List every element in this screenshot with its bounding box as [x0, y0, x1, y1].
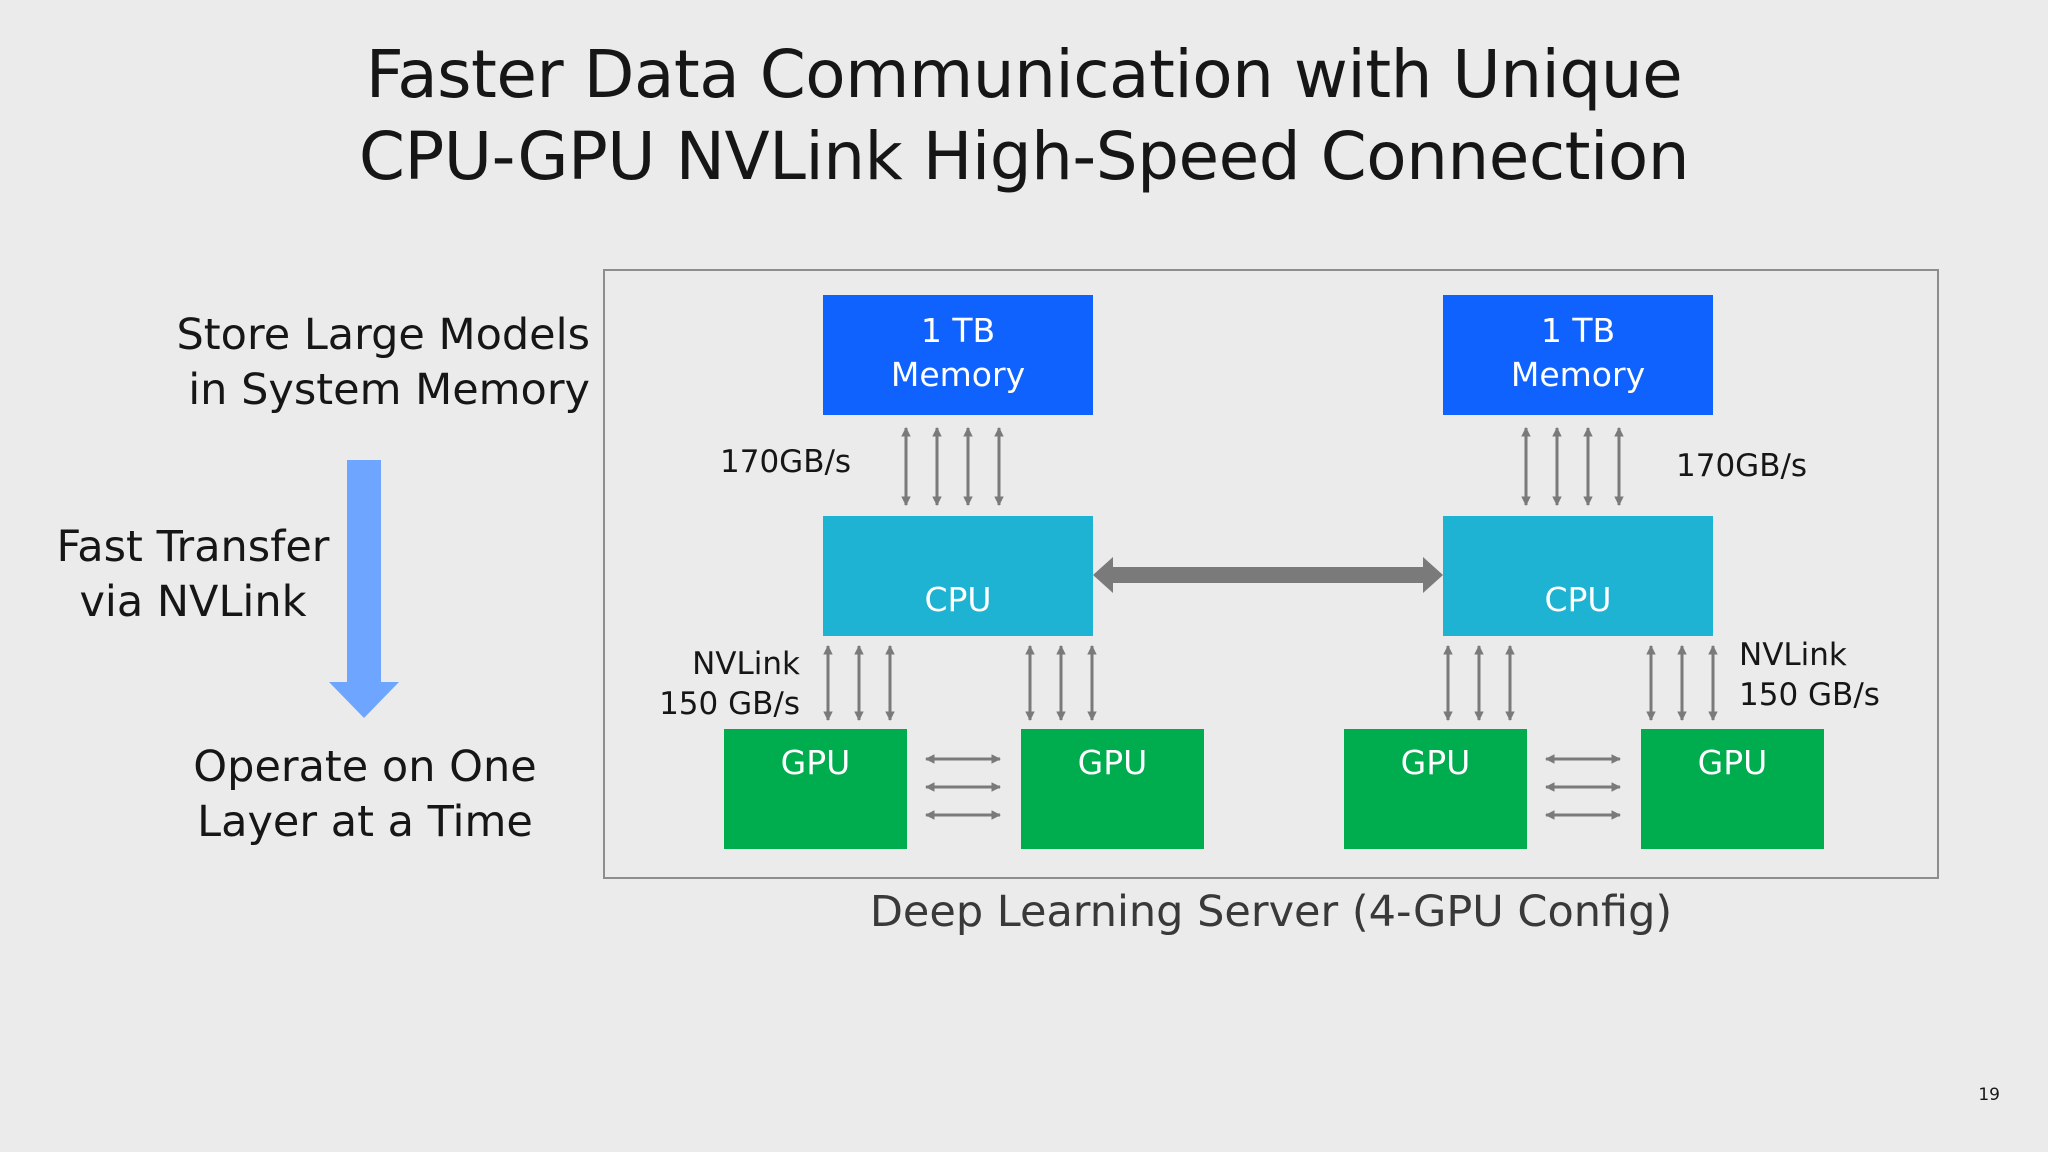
- title-line-2: CPU-GPU NVLink High-Speed Connection: [358, 118, 1690, 195]
- store-models-text: Store Large Models in System Memory: [140, 308, 590, 418]
- nvlink-speed: 150 GB/s: [1739, 677, 1880, 713]
- memory-size: 1 TB: [920, 311, 996, 350]
- operate-line-2: Layer at a Time: [197, 797, 533, 847]
- store-line-1: Store Large Models: [176, 310, 590, 360]
- diagram-caption: Deep Learning Server (4-GPU Config): [869, 887, 1673, 937]
- gpu-gpu-arrows-right: [1545, 754, 1621, 820]
- slide-title: Faster Data Communication with Unique CP…: [0, 34, 2048, 198]
- nvlink-name: NVLink: [1739, 637, 1847, 673]
- gpu-block-2: GPU: [1021, 729, 1204, 849]
- nvlink-arrows-gpu2: [1025, 645, 1097, 721]
- fast-transfer-text: Fast Transfer via NVLink: [48, 520, 338, 630]
- nvlink-arrows-gpu3: [1443, 645, 1515, 721]
- flow-down-arrow: [329, 460, 399, 718]
- operate-layer-text: Operate on One Layer at a Time: [180, 740, 550, 850]
- gpu-block-1: GPU: [724, 729, 907, 849]
- operate-line-1: Operate on One: [193, 742, 537, 792]
- nvlink-arrows-gpu1: [823, 645, 895, 721]
- memory-bandwidth-left: 170GB/s: [720, 444, 852, 480]
- nvlink-label-left: NVLink 150 GB/s: [652, 644, 800, 724]
- cpu-block-left: CPU: [823, 516, 1093, 636]
- gpu-block-3: GPU: [1344, 729, 1527, 849]
- cpu-block-right: CPU: [1443, 516, 1713, 636]
- page-number: 19: [1978, 1085, 2000, 1105]
- gpu-block-4: GPU: [1641, 729, 1824, 849]
- nvlink-name: NVLink: [692, 646, 800, 682]
- cpu-cpu-link-arrow: [1093, 557, 1443, 593]
- memory-cpu-arrows-right: [1521, 427, 1624, 506]
- store-line-2: in System Memory: [188, 365, 590, 415]
- memory-size: 1 TB: [1540, 311, 1616, 350]
- title-line-1: Faster Data Communication with Unique: [365, 36, 1683, 113]
- memory-cpu-arrows-left: [901, 427, 1004, 506]
- memory-block-left: 1 TB Memory: [823, 295, 1093, 415]
- memory-block-right: 1 TB Memory: [1443, 295, 1713, 415]
- gpu-gpu-arrows-left: [925, 754, 1001, 820]
- memory-bandwidth-right: 170GB/s: [1676, 448, 1808, 484]
- memory-label: Memory: [890, 355, 1026, 394]
- server-box: [603, 269, 1939, 879]
- transfer-line-2: via NVLink: [79, 577, 307, 627]
- transfer-line-1: Fast Transfer: [56, 522, 330, 572]
- nvlink-speed: 150 GB/s: [659, 686, 800, 722]
- nvlink-label-right: NVLink 150 GB/s: [1739, 635, 1880, 715]
- memory-label: Memory: [1510, 355, 1646, 394]
- nvlink-arrows-gpu4: [1646, 645, 1718, 721]
